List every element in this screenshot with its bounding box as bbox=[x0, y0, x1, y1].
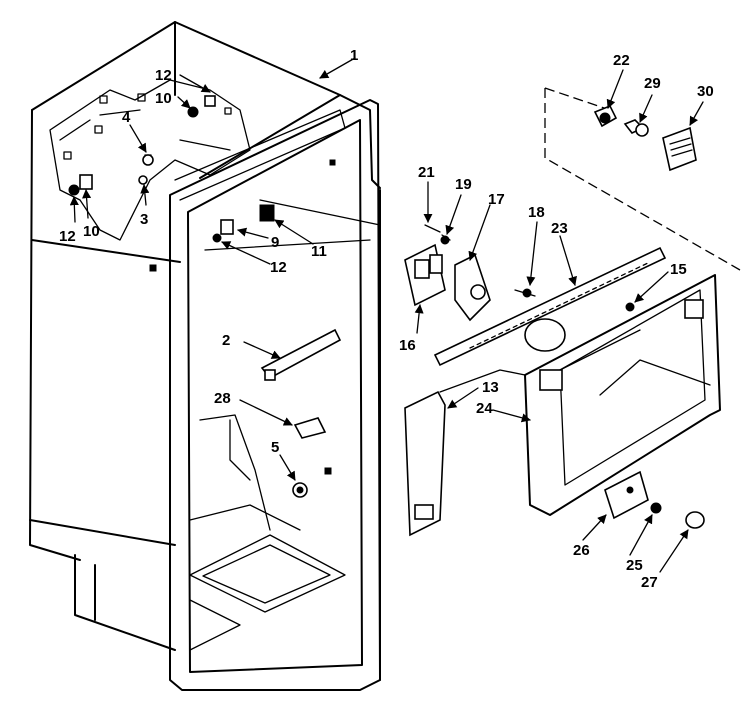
callout-9: 9 bbox=[271, 234, 279, 251]
callout-24: 24 bbox=[476, 400, 493, 417]
callout-26: 26 bbox=[573, 542, 590, 559]
liner-hardware bbox=[68, 95, 342, 498]
callout-30: 30 bbox=[697, 83, 714, 100]
cabinet-liner bbox=[29, 21, 381, 691]
callout-17: 17 bbox=[488, 191, 505, 208]
callout-1: 1 bbox=[350, 47, 358, 64]
callout-19: 19 bbox=[455, 176, 472, 193]
fan-motor-assembly bbox=[404, 224, 536, 322]
callout-12-upper: 12 bbox=[155, 67, 172, 84]
callout-12-lower-left: 12 bbox=[59, 228, 76, 245]
callout-18: 18 bbox=[528, 204, 545, 221]
callout-21: 21 bbox=[418, 164, 435, 181]
callout-29: 29 bbox=[644, 75, 661, 92]
callout-27: 27 bbox=[641, 574, 658, 591]
callout-4: 4 bbox=[122, 109, 131, 126]
evaporator-cover bbox=[404, 246, 721, 537]
callout-25: 25 bbox=[626, 557, 643, 574]
callout-11: 11 bbox=[311, 243, 327, 260]
callout-23: 23 bbox=[551, 220, 568, 237]
callout-15: 15 bbox=[670, 261, 687, 278]
leader-lines bbox=[69, 57, 704, 573]
callout-16: 16 bbox=[399, 337, 416, 354]
callout-2: 2 bbox=[222, 332, 230, 349]
light-assembly bbox=[544, 87, 741, 271]
callout-22: 22 bbox=[613, 52, 630, 69]
callout-12-middle: 12 bbox=[270, 259, 287, 276]
callout-10-lower: 10 bbox=[83, 223, 100, 240]
callout-13: 13 bbox=[482, 379, 499, 396]
callout-5: 5 bbox=[271, 439, 279, 456]
callout-28: 28 bbox=[214, 390, 231, 407]
callout-3: 3 bbox=[140, 211, 148, 228]
callout-labels: 1 2 3 4 5 9 10 10 11 12 12 12 13 15 16 1… bbox=[59, 47, 714, 591]
callout-10-upper: 10 bbox=[155, 90, 172, 107]
